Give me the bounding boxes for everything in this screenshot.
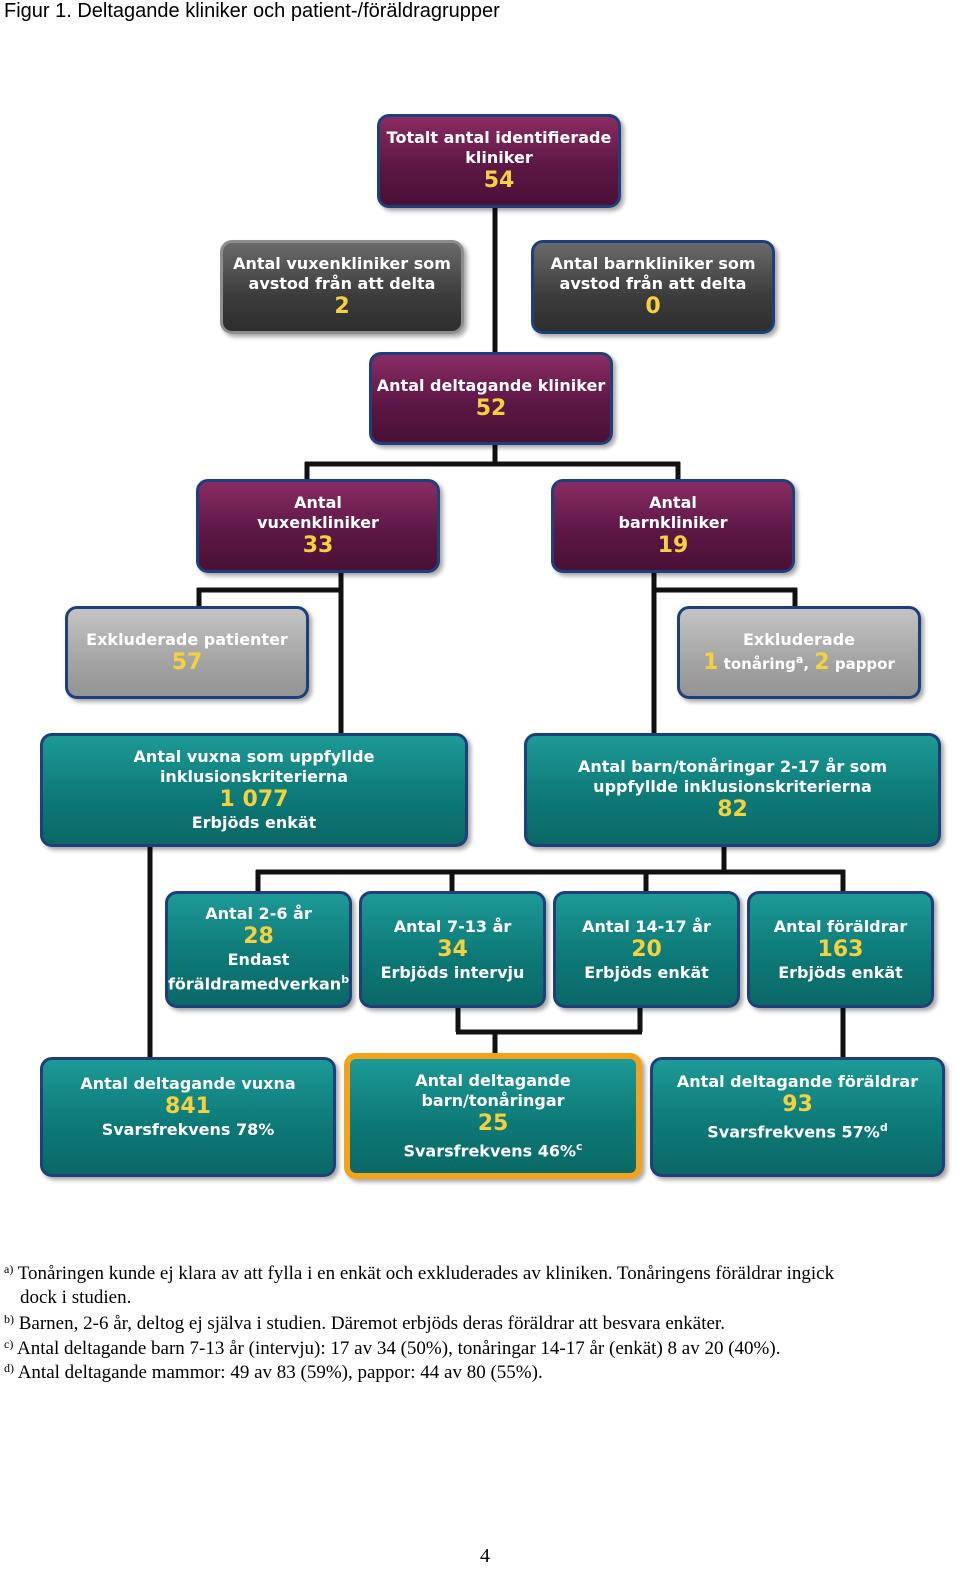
adult-clinics-box: Antal vuxenkliniker 33	[196, 479, 440, 573]
age-14-17-sub: Erbjöds enkät	[584, 962, 709, 982]
footnote-c-mark: c)	[4, 1337, 14, 1351]
adult-clinics-value: 33	[302, 533, 334, 558]
age-2-6-sub-1: Endast	[227, 950, 290, 970]
figure-title: Figur 1. Deltagande kliniker och patient…	[4, 0, 500, 22]
excluded-patients-value: 57	[171, 649, 203, 675]
child-clinics-value: 19	[657, 533, 689, 558]
parents-participating-label: Antal deltagande föräldrar	[676, 1071, 919, 1091]
footnote-c-line-1: Antal deltagande barn 7-13 år (intervju)…	[17, 1338, 781, 1359]
parents-participating-sub-wrap: Svarsfrekvens 57%d	[707, 1118, 887, 1142]
children-participating-sub: Svarsfrekvens 46%	[403, 1141, 577, 1161]
children-participating-label: Antal deltagande barn/tonåringar	[415, 1070, 571, 1110]
excluded-teen-value: 1	[703, 649, 719, 675]
footnote-b: b) Barnen, 2-6 år, deltog ej själva i st…	[4, 1312, 725, 1336]
adults-participating-value: 841	[165, 1094, 211, 1119]
adults-eligible-sub: Erbjöds enkät	[191, 813, 317, 832]
adult-declined-label-2: avstod från att delta	[248, 274, 436, 293]
parents-value: 163	[817, 936, 864, 962]
adults-eligible-label-2: inklusionskriterierna	[159, 767, 349, 786]
footnote-mark-d: d	[879, 1120, 888, 1134]
total-clinics-value: 54	[483, 168, 515, 193]
footnote-d-mark: d)	[4, 1361, 14, 1375]
total-clinics-label-2: kliniker	[465, 148, 533, 167]
page-number: 4	[480, 1545, 490, 1567]
total-clinics-label-1: Totalt antal identifierade	[386, 128, 612, 147]
footnote-d: d) Antal deltagande mammor: 49 av 83 (59…	[4, 1361, 543, 1385]
child-clinics-box: Antal barnkliniker 19	[551, 479, 795, 573]
excluded-child-label: Exkluderade	[742, 629, 856, 649]
age-2-6-label: Antal 2-6 år	[205, 904, 312, 924]
footnote-a-line-2: dock i studien.	[20, 1287, 132, 1308]
age-7-13-sub: Erbjöds intervju	[380, 962, 525, 982]
child-clinics-label-2: barnkliniker	[618, 513, 728, 532]
excluded-child-detail: 1 tonåringa, 2 pappor	[703, 650, 895, 676]
age-7-13-value: 34	[437, 936, 468, 962]
parents-box: Antal föräldrar 163 Erbjöds enkät	[747, 891, 934, 1008]
excluded-child-box: Exkluderade 1 tonåringa, 2 pappor	[677, 606, 921, 699]
child-declined-value: 0	[645, 294, 661, 319]
excluded-comma: ,	[803, 654, 810, 673]
child-declined-box: Antal barnkliniker som avstod från att d…	[531, 240, 775, 334]
footnote-mark-c: c	[576, 1139, 583, 1153]
parents-participating-box: Antal deltagande föräldrar 93 Svarsfrekv…	[650, 1057, 945, 1177]
children-eligible-label-2: uppfyllde inklusionskriterierna	[593, 777, 872, 796]
footnote-a: a) Tonåringen kunde ej klara av att fyll…	[4, 1262, 954, 1310]
footnote-d-line-1: Antal deltagande mammor: 49 av 83 (59%),…	[17, 1362, 543, 1383]
children-eligible-value: 82	[717, 797, 748, 822]
parents-participating-sub: Svarsfrekvens 57%	[707, 1122, 880, 1142]
child-clinics-label-1: Antal	[649, 493, 697, 512]
excluded-fathers-label: pappor	[834, 654, 895, 673]
footnote-c: c) Antal deltagande barn 7-13 år (interv…	[4, 1337, 780, 1361]
age-14-17-label: Antal 14-17 år	[582, 916, 711, 936]
participating-clinics-box: Antal deltagande kliniker 52	[369, 352, 613, 445]
excluded-patients-label: Exkluderade patienter	[86, 629, 288, 649]
excluded-teen-label: tonåring	[723, 654, 796, 673]
excluded-fathers-value: 2	[814, 649, 830, 675]
child-declined-label-1: Antal barnkliniker som	[550, 254, 756, 273]
adults-participating-label: Antal deltagande vuxna	[80, 1074, 296, 1093]
child-declined-label-2: avstod från att delta	[559, 274, 747, 293]
total-clinics-box: Totalt antal identifierade kliniker 54	[377, 114, 621, 208]
age-2-6-box: Antal 2-6 år 28 Endast föräldramedverkan…	[165, 891, 352, 1008]
footnote-b-mark: b)	[4, 1312, 14, 1326]
adult-declined-box: Antal vuxenkliniker som avstod från att …	[220, 240, 464, 334]
adult-declined-label-1: Antal vuxenkliniker som	[233, 254, 451, 273]
age-2-6-value: 28	[243, 924, 274, 950]
footnote-mark-a: a	[795, 652, 804, 666]
parents-participating-value: 93	[782, 1091, 813, 1117]
adult-clinics-label-2: vuxenkliniker	[257, 513, 379, 532]
participating-clinics-value: 52	[475, 395, 507, 421]
children-participating-sub-wrap: Svarsfrekvens 46%c	[403, 1137, 582, 1161]
footnote-mark-b: b	[341, 973, 350, 987]
footnote-a-line-1: Tonåringen kunde ej klara av att fylla i…	[17, 1263, 835, 1284]
children-eligible-label-1: Antal barn/tonåringar 2-17 år som	[577, 757, 887, 776]
children-eligible-box: Antal barn/tonåringar 2-17 år som uppfyl…	[524, 733, 941, 847]
adult-clinics-label-1: Antal	[294, 493, 342, 512]
adult-declined-value: 2	[334, 294, 350, 319]
parents-label: Antal föräldrar	[773, 916, 908, 936]
children-participating-box: Antal deltagande barn/tonåringar 25 Svar…	[344, 1053, 642, 1179]
footnote-b-line-1: Barnen, 2-6 år, deltog ej själva i studi…	[18, 1313, 725, 1334]
adults-participating-sub: Svarsfrekvens 78%	[101, 1120, 275, 1139]
adults-eligible-box: Antal vuxna som uppfyllde inklusionskrit…	[40, 733, 468, 847]
participating-clinics-label: Antal deltagande kliniker	[376, 375, 606, 395]
age-7-13-label: Antal 7-13 år	[393, 916, 512, 936]
age-7-13-box: Antal 7-13 år 34 Erbjöds intervju	[359, 891, 546, 1008]
age-14-17-value: 20	[631, 936, 662, 962]
age-2-6-sub-2-wrap: föräldramedverkanb	[168, 970, 349, 994]
adults-eligible-value: 1 077	[219, 787, 289, 812]
adults-eligible-label-1: Antal vuxna som uppfyllde	[133, 747, 375, 766]
footnote-a-mark: a)	[4, 1262, 14, 1276]
age-2-6-sub-2: föräldramedverkan	[167, 974, 342, 994]
children-participating-value: 25	[477, 1110, 509, 1136]
parents-sub: Erbjöds enkät	[778, 962, 903, 982]
excluded-patients-box: Exkluderade patienter 57	[65, 606, 309, 699]
age-14-17-box: Antal 14-17 år 20 Erbjöds enkät	[553, 891, 740, 1008]
adults-participating-box: Antal deltagande vuxna 841 Svarsfrekvens…	[40, 1057, 336, 1177]
